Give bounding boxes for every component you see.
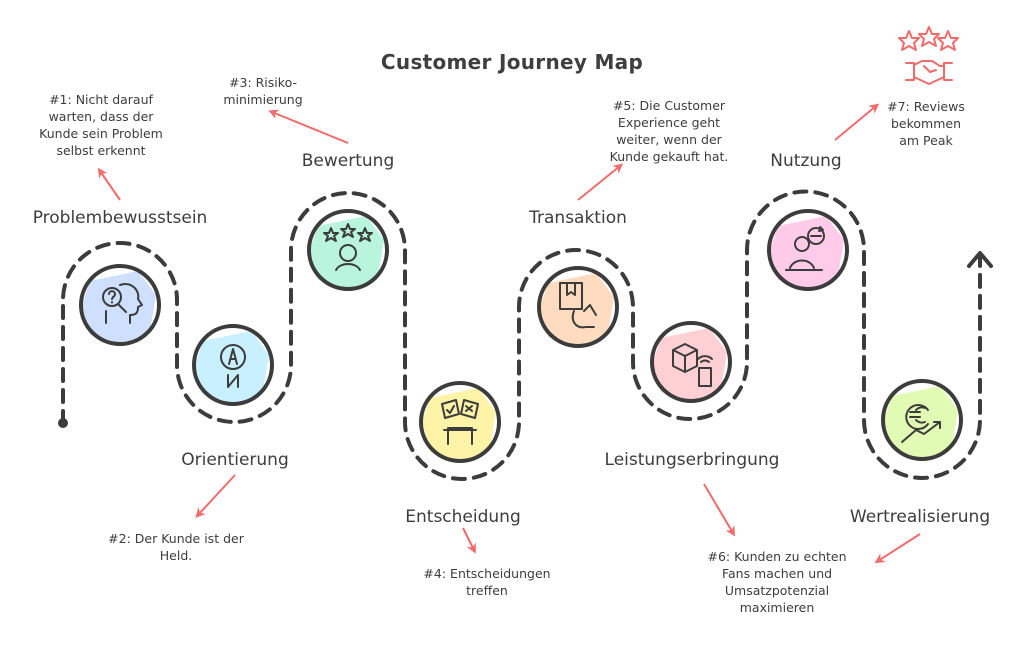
stage-label-transaktion: Transaktion <box>529 208 627 228</box>
stage-ring <box>419 381 501 463</box>
stage-fill <box>82 271 156 345</box>
stage-label-leistungserbringung: Leistungserbringung <box>604 450 780 470</box>
decision-checkboxes-icon <box>441 399 479 445</box>
stage-label-nutzung: Nutzung <box>770 151 842 171</box>
note-3: #3: Risiko- minimierung <box>223 75 303 107</box>
arrow-note-6b <box>874 533 921 564</box>
stage-ring <box>79 264 161 346</box>
stage-ring <box>537 266 619 348</box>
note-2: #2: Der Kunde ist der Held. <box>108 531 244 563</box>
stage-node-orientierung <box>192 324 274 406</box>
note-6: #6: Kunden zu echten Fans machen und Ums… <box>707 549 847 615</box>
note-5: #5: Die Customer Experience geht weiter,… <box>609 98 729 164</box>
stage-ring <box>767 209 849 291</box>
rating-stars-person-icon <box>323 223 373 271</box>
delivery-box-phone-icon <box>672 343 713 387</box>
stage-label-orientierung: Orientierung <box>181 450 289 470</box>
stage-fill <box>310 216 384 290</box>
stars-handshake-icon <box>898 26 959 85</box>
arrow-note-5 <box>577 163 624 201</box>
stage-node-nutzung <box>767 209 849 291</box>
stage-ring <box>192 324 274 406</box>
arrow-note-3 <box>268 109 349 144</box>
note-7: #7: Reviews bekommen am Peak <box>887 99 965 148</box>
stage-node-problembewusstsein <box>79 264 161 346</box>
path-end-arrow-icon <box>967 251 993 268</box>
euro-growth-icon <box>901 404 941 443</box>
package-hand-icon <box>559 282 597 329</box>
stage-label-entscheidung: Entscheidung <box>405 507 521 527</box>
stage-label-wertrealisierung: Wertrealisierung <box>849 507 991 527</box>
stage-ring <box>881 379 963 461</box>
stage-node-wertrealisierung <box>881 379 963 461</box>
note-1: #1: Nicht darauf warten, dass der Kunde … <box>39 92 163 158</box>
arrow-note-1 <box>97 167 121 201</box>
note-4: #4: Entscheidungen treffen <box>423 566 551 598</box>
stage-fill <box>770 216 844 290</box>
stage-node-transaktion <box>537 266 619 348</box>
arrow-note-2 <box>195 474 236 518</box>
arrow-note-6 <box>703 483 736 537</box>
compass-icon <box>220 344 246 388</box>
stage-ring <box>650 321 732 403</box>
stage-ring <box>307 209 389 291</box>
stage-node-entscheidung <box>419 381 501 463</box>
person-using-icon <box>785 226 825 271</box>
arrow-note-7 <box>834 103 880 141</box>
stage-node-leistungserbringung <box>650 321 732 403</box>
stage-node-bewertung <box>307 209 389 291</box>
stage-fill <box>653 328 727 402</box>
page-title: Customer Journey Map <box>380 50 644 74</box>
head-question-icon <box>102 283 143 324</box>
journey-path <box>61 189 982 481</box>
stage-label-bewertung: Bewertung <box>301 151 395 171</box>
stage-label-problembewusstsein: Problembewusstsein <box>32 208 208 228</box>
pointer-arrows <box>97 103 921 564</box>
arrow-note-4 <box>462 527 476 554</box>
path-start-dot <box>58 418 68 428</box>
